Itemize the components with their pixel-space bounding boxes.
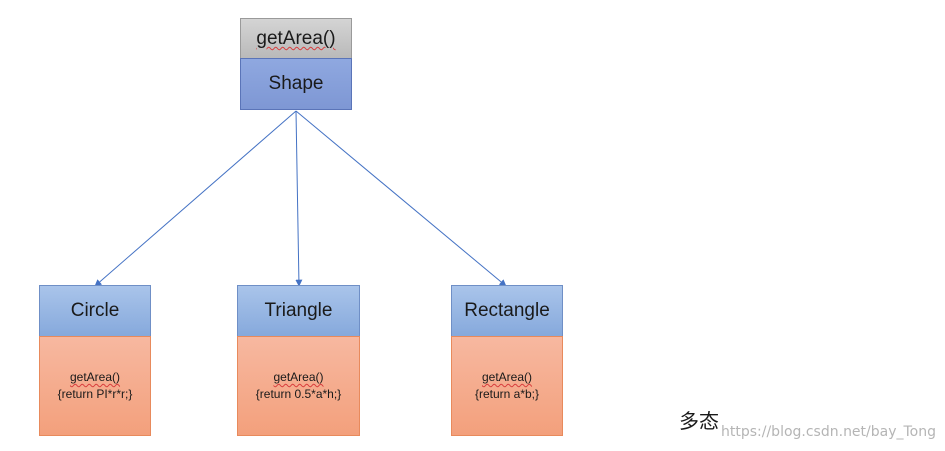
triangle-class-label: Triangle [264,300,333,321]
base-class-box: Shape [240,58,352,110]
rectangle-class-label: Rectangle [464,300,550,321]
watermark-text: https://blog.csdn.net/bay_Tong [721,424,937,440]
triangle-class-box: Triangle [237,285,360,337]
base-method-label: getArea() [256,28,336,49]
base-method-box: getArea() [240,18,352,60]
rectangle-method-box: getArea() {return a*b;} [451,336,563,436]
polymorphism-caption: 多态 [679,409,719,433]
rectangle-method-body: {return a*b;} [474,387,540,401]
arrow-to-triangle [295,110,303,287]
triangle-method-label: getArea() [273,370,324,384]
arrow-to-rectangle [295,110,507,287]
circle-method-body: {return PI*r*r;} [57,387,133,401]
arrow-to-circle [94,110,297,287]
base-class-label: Shape [268,73,324,94]
circle-class-label: Circle [70,300,120,321]
rectangle-class-box: Rectangle [451,285,563,337]
rectangle-method-label: getArea() [481,370,533,384]
circle-method-box: getArea() {return PI*r*r;} [39,336,151,436]
circle-method-label: getArea() [69,370,121,384]
circle-class-box: Circle [39,285,151,337]
triangle-method-body: {return 0.5*a*h;} [255,387,342,401]
triangle-method-box: getArea() {return 0.5*a*h;} [237,336,360,436]
